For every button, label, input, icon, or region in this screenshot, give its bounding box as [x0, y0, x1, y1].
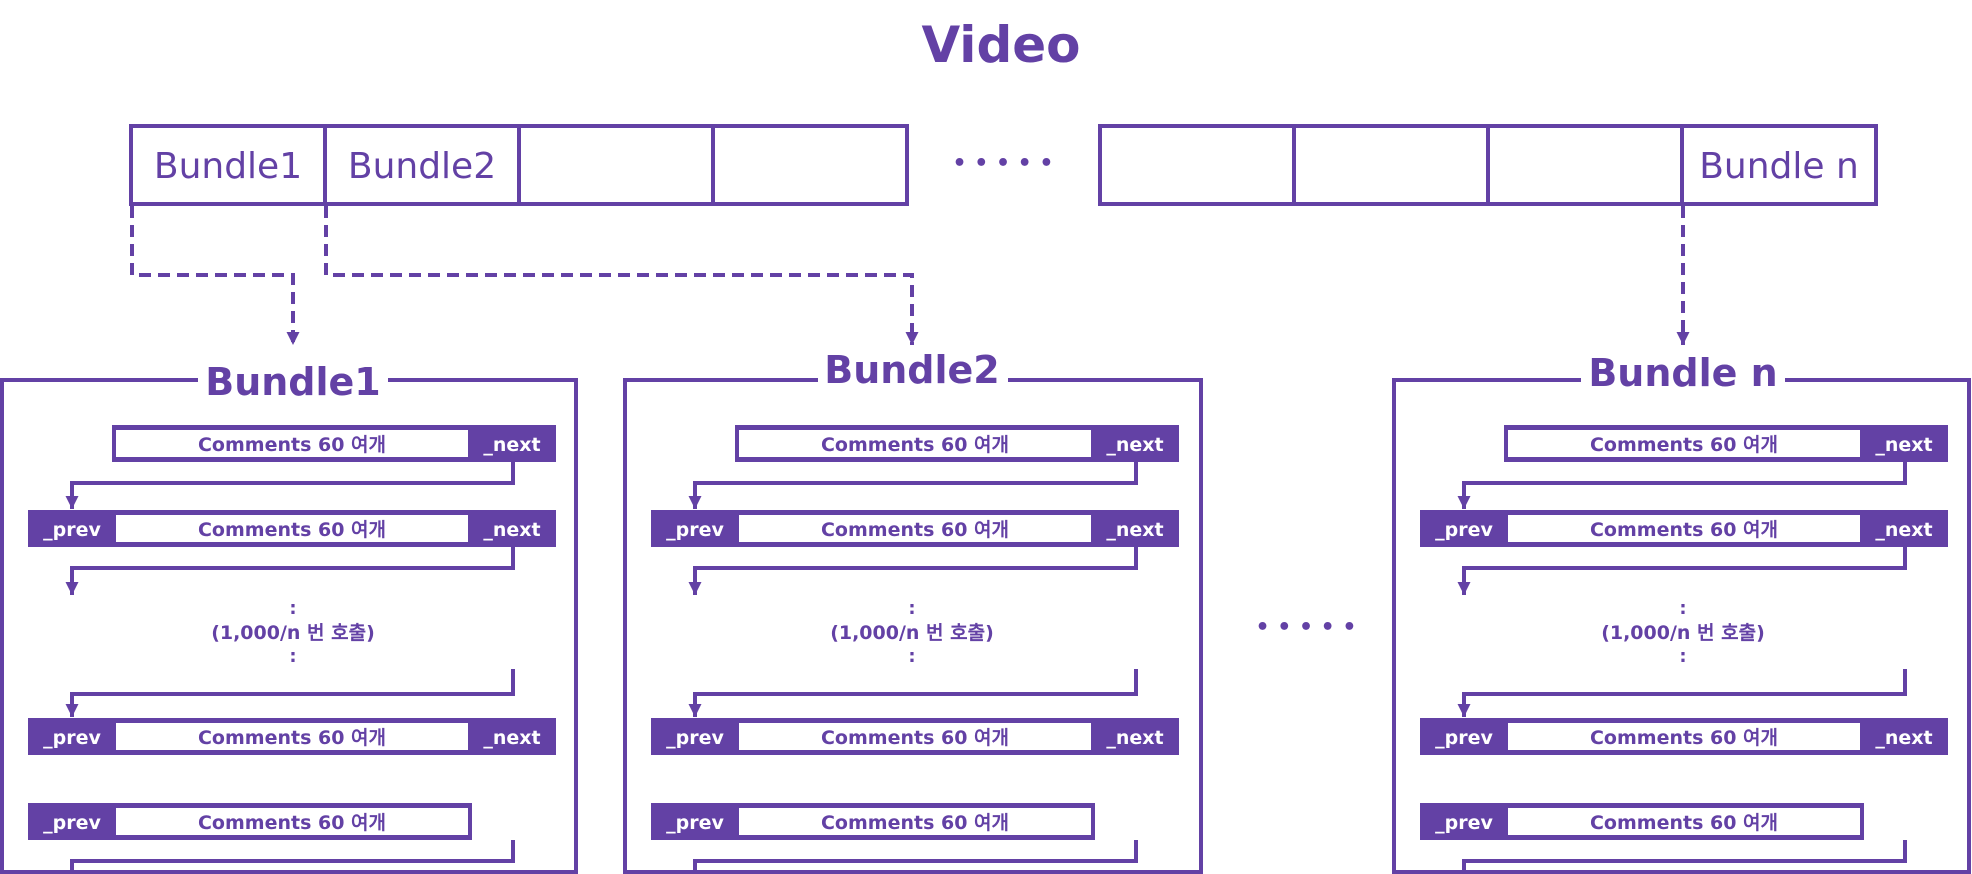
ellipsis-dots-bottom: :	[1679, 646, 1686, 667]
ellipsis-dots-top: :	[908, 598, 915, 619]
next-pointer-label: _next	[483, 434, 540, 456]
next-pointer-label: _next	[483, 519, 540, 541]
comment-label: Comments 60 여개	[1590, 519, 1778, 541]
next-pointer-label: _next	[1875, 727, 1932, 749]
comment-label: Comments 60 여개	[198, 812, 386, 834]
comment-label: Comments 60 여개	[821, 434, 1009, 456]
bundle-title: Bundle1	[205, 360, 381, 404]
comment-label: Comments 60 여개	[198, 434, 386, 456]
bundle-frame	[1392, 378, 1971, 874]
between-bundles-ellipsis: • • • • •	[1256, 615, 1357, 640]
comment-cell[interactable]	[116, 515, 468, 542]
comment-cell[interactable]	[1508, 430, 1860, 457]
next-to-prev-arrow	[688, 840, 1138, 874]
comment-cell[interactable]	[1508, 723, 1860, 750]
prev-pointer-label: _prev	[1435, 727, 1493, 749]
comment-cell[interactable]	[739, 723, 1091, 750]
next-pointer-label: _next	[1106, 519, 1163, 541]
connector-bundle1	[130, 206, 300, 345]
comment-cell[interactable]	[116, 808, 468, 835]
next-pointer-label: _next	[1875, 434, 1932, 456]
comment-cell[interactable]	[739, 808, 1091, 835]
prev-pointer-label: _prev	[666, 727, 724, 749]
comment-label: Comments 60 여개	[1590, 434, 1778, 456]
next-to-prev-arrow	[65, 462, 515, 509]
comment-cell[interactable]	[739, 515, 1091, 542]
connector-bundle2	[324, 206, 919, 345]
prev-pointer-label: _prev	[43, 812, 101, 834]
next-to-prev-arrow	[688, 462, 1138, 509]
video-row-right: Bundle n	[1098, 124, 1878, 206]
comment-label: Comments 60 여개	[821, 519, 1009, 541]
bundle-frame	[623, 378, 1203, 874]
comment-cell[interactable]	[1508, 808, 1860, 835]
prev-pointer-label: _prev	[1435, 812, 1493, 834]
call-count-text: (1,000/n 번 호출)	[1601, 622, 1765, 644]
next-to-prev-arrow	[1457, 547, 1907, 595]
ellipsis-dots-bottom: :	[289, 646, 296, 667]
call-count-text: (1,000/n 번 호출)	[211, 622, 375, 644]
next-to-prev-arrow	[1457, 669, 1907, 717]
comment-cell[interactable]	[739, 430, 1091, 457]
comment-label: Comments 60 여개	[1590, 727, 1778, 749]
next-pointer-label: _next	[1106, 727, 1163, 749]
ellipsis-dots-top: :	[289, 598, 296, 619]
next-to-prev-arrow	[688, 547, 1138, 595]
video-row-left: Bundle1 Bundle2	[129, 124, 909, 206]
next-to-prev-arrow	[688, 669, 1138, 717]
prev-pointer-label: _prev	[666, 519, 724, 541]
prev-pointer-label: _prev	[43, 727, 101, 749]
comment-cell[interactable]	[116, 723, 468, 750]
bundle-title: Bundle2	[824, 348, 1000, 392]
next-pointer-label: _next	[1875, 519, 1932, 541]
video-cell-bundle-n[interactable]: Bundle n	[1699, 146, 1859, 187]
bundle-title: Bundle n	[1588, 351, 1777, 395]
prev-pointer-label: _prev	[43, 519, 101, 541]
prev-pointer-label: _prev	[666, 812, 724, 834]
bundle-frame	[0, 378, 578, 874]
call-count-text: (1,000/n 번 호출)	[830, 622, 994, 644]
next-to-prev-arrow	[65, 547, 515, 595]
page-title: Video	[921, 16, 1080, 74]
next-to-prev-arrow	[65, 669, 515, 717]
prev-pointer-label: _prev	[1435, 519, 1493, 541]
next-to-prev-arrow	[1457, 840, 1907, 874]
ellipsis-dots-bottom: :	[908, 646, 915, 667]
video-row-ellipsis: • • • • •	[953, 151, 1054, 176]
comment-label: Comments 60 여개	[198, 727, 386, 749]
comment-cell[interactable]	[116, 430, 468, 457]
comment-label: Comments 60 여개	[821, 812, 1009, 834]
next-pointer-label: _next	[483, 727, 540, 749]
ellipsis-dots-top: :	[1679, 598, 1686, 619]
comment-cell[interactable]	[1508, 515, 1860, 542]
next-pointer-label: _next	[1106, 434, 1163, 456]
next-to-prev-arrow	[65, 840, 515, 874]
comment-label: Comments 60 여개	[1590, 812, 1778, 834]
comment-label: Comments 60 여개	[198, 519, 386, 541]
video-cell-bundle2[interactable]: Bundle2	[348, 146, 496, 187]
next-to-prev-arrow	[1457, 462, 1907, 509]
comment-label: Comments 60 여개	[821, 727, 1009, 749]
video-cell-bundle1[interactable]: Bundle1	[154, 146, 302, 187]
